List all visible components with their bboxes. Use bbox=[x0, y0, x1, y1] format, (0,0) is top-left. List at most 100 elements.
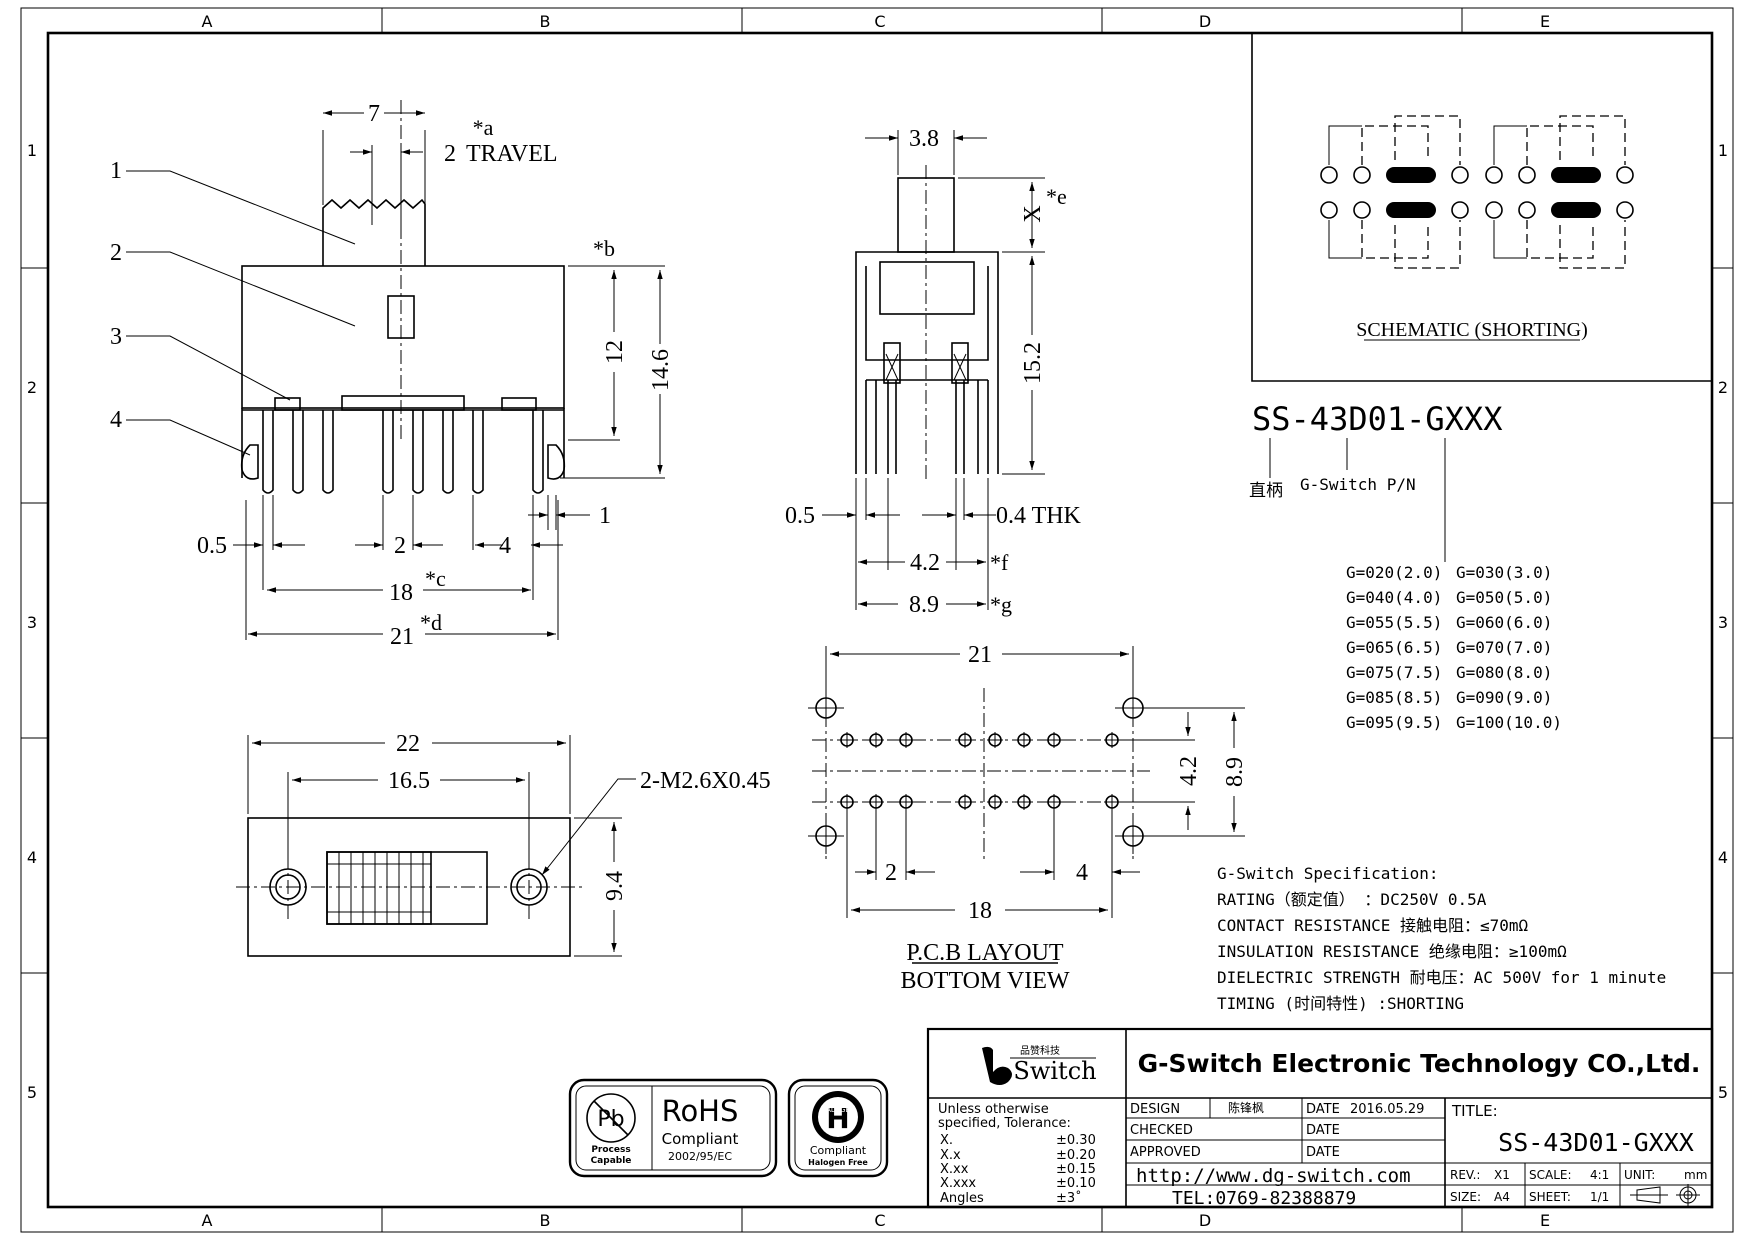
company-url: http://www.dg-switch.com bbox=[1136, 1165, 1411, 1187]
tol-head-2: specified, Tolerance: bbox=[938, 1116, 1071, 1131]
design-date-label: DATE bbox=[1306, 1102, 1340, 1117]
dim-screw-spec: 2-M2.6X0.45 bbox=[640, 768, 771, 794]
col-label-bottom-a: A bbox=[202, 1211, 213, 1230]
dim-pitch-2: 2 bbox=[394, 533, 406, 559]
dim-width-22: 22 bbox=[396, 731, 420, 757]
row-label-right-2: 2 bbox=[1718, 378, 1728, 397]
g-option-4-2: G=070(7.0) bbox=[1456, 638, 1552, 657]
logo-switch-text: Switch bbox=[1013, 1057, 1096, 1085]
g-option-3-1: G=055(5.5) bbox=[1346, 613, 1442, 632]
g-option-1-2: G=030(3.0) bbox=[1456, 563, 1552, 582]
tol-angles-value: ±3˚ bbox=[1056, 1190, 1082, 1206]
note-c: *c bbox=[425, 566, 446, 591]
title-label: TITLE: bbox=[1451, 1102, 1498, 1120]
col-label-bottom-c: C bbox=[874, 1211, 885, 1230]
badge-halogen-sub1: Compliant bbox=[810, 1144, 867, 1157]
note-g: *g bbox=[990, 592, 1012, 617]
dim-height-15-2: 15.2 bbox=[1020, 342, 1046, 384]
tolerance-block: Unless otherwise specified, Tolerance: X… bbox=[938, 1102, 1096, 1206]
tol-xxx: X.xx bbox=[940, 1162, 969, 1177]
spec-line-insulation: INSULATION RESISTANCE 绝缘电阻：≥100mΩ bbox=[1217, 942, 1567, 961]
tol-xxx-value: ±0.15 bbox=[1056, 1162, 1096, 1177]
pcb-mount-holes bbox=[808, 690, 1151, 854]
row-label-left-4: 4 bbox=[27, 848, 37, 867]
scale-value: 4:1 bbox=[1590, 1168, 1609, 1182]
rev-value: X1 bbox=[1494, 1168, 1510, 1182]
spec-line-timing: TIMING (时间特性) :SHORTING bbox=[1217, 994, 1464, 1013]
pcb-title-line1: P.C.B LAYOUT bbox=[906, 940, 1063, 966]
badge-pb-sub1: Process bbox=[591, 1145, 630, 1155]
schematic-right-unit bbox=[1485, 115, 1634, 269]
tol-angles: Angles bbox=[940, 1191, 984, 1206]
g-option-3-2: G=060(6.0) bbox=[1456, 613, 1552, 632]
pcb-pin-holes bbox=[839, 732, 1120, 810]
rev-label: REV.: bbox=[1450, 1168, 1480, 1182]
col-label-top-d: D bbox=[1199, 12, 1211, 31]
pcb-dim-mount-8-9: 8.9 bbox=[1222, 757, 1248, 787]
row-label-left-3: 3 bbox=[27, 613, 37, 632]
tol-x: X. bbox=[940, 1133, 953, 1148]
g-option-4-1: G=065(6.5) bbox=[1346, 638, 1442, 657]
logo-cn-text: 品赞科技 bbox=[1020, 1044, 1060, 1057]
dim-span-8-9: 8.9 bbox=[909, 592, 939, 618]
col-label-bottom-b: B bbox=[540, 1211, 551, 1230]
title-value: SS-43D01-GXXX bbox=[1498, 1128, 1694, 1157]
col-label-top-a: A bbox=[202, 12, 213, 31]
pcb-dim-span-18: 18 bbox=[968, 898, 992, 924]
tol-xxxx-value: ±0.10 bbox=[1056, 1176, 1096, 1191]
spec-heading: G-Switch Specification: bbox=[1217, 864, 1439, 883]
part-number-label-cn: 直柄 bbox=[1249, 481, 1283, 501]
note-e: *e bbox=[1046, 184, 1067, 209]
dim-height-9-4: 9.4 bbox=[602, 871, 628, 901]
pcb-layout bbox=[808, 646, 1245, 964]
row-label-left-2: 2 bbox=[27, 378, 37, 397]
schematic-left-unit bbox=[1320, 115, 1469, 269]
dim-travel-value: 2 bbox=[444, 141, 456, 167]
badge-pb-icon: Pb bbox=[597, 1107, 624, 1132]
schematic-box: SCHEMATIC (SHORTING) bbox=[1251, 33, 1712, 382]
schematic-caption: SCHEMATIC (SHORTING) bbox=[1356, 319, 1588, 341]
dim-holes-16-5: 16.5 bbox=[388, 768, 430, 794]
col-label-top-b: B bbox=[540, 12, 551, 31]
pcb-title-line2: BOTTOM VIEW bbox=[900, 968, 1069, 994]
row-label-left-1: 1 bbox=[27, 141, 37, 160]
callout-3: 3 bbox=[110, 324, 122, 350]
part-number-code: SS-43D01-GXXX bbox=[1252, 400, 1502, 438]
approval-block: DESIGN 陈锋枫 CHECKED APPROVED DATE 2016.05… bbox=[1130, 1100, 1424, 1209]
dim-travel-label: TRAVEL bbox=[466, 141, 558, 167]
row-label-left-5: 5 bbox=[27, 1083, 37, 1102]
g-option-2-1: G=040(4.0) bbox=[1346, 588, 1442, 607]
pcb-dim-rows-4-2: 4.2 bbox=[1176, 756, 1202, 786]
design-name: 陈锋枫 bbox=[1228, 1100, 1264, 1115]
row-label-right-4: 4 bbox=[1718, 848, 1728, 867]
g-option-5-2: G=080(8.0) bbox=[1456, 663, 1552, 682]
badge-pb-sub2: Capable bbox=[591, 1156, 632, 1166]
dim-span-21: 21 bbox=[390, 624, 414, 650]
drawing-frame bbox=[20, 7, 1734, 1233]
tol-xx: X.x bbox=[940, 1148, 961, 1163]
spec-line-dielectric: DIELECTRIC STRENGTH 耐电压：AC 500V for 1 mi… bbox=[1217, 968, 1666, 987]
frame-column-labels: A B C D E A B C D E bbox=[202, 12, 1551, 1230]
g-option-7-1: G=095(9.5) bbox=[1346, 713, 1442, 732]
dim-offset-1: 1 bbox=[599, 503, 611, 529]
specification-block: G-Switch Specification: RATING（额定值） ：DC2… bbox=[1217, 864, 1666, 1013]
dim-knob-3-8: 3.8 bbox=[909, 126, 939, 152]
dim-pin-0-5: 0.5 bbox=[197, 533, 227, 559]
dim-x: X bbox=[1020, 205, 1046, 222]
part-number-label-pn: G-Switch P/N bbox=[1300, 475, 1416, 494]
checked-label: CHECKED bbox=[1130, 1123, 1193, 1138]
pcb-dim-pitch-4: 4 bbox=[1076, 860, 1088, 886]
row-label-right-3: 3 bbox=[1718, 613, 1728, 632]
side-view-labels: 1 2 3 4 7 *a 2 TRAVEL *b 12 14.6 0.5 2 4… bbox=[110, 101, 674, 650]
dim-end-pin-0-5: 0.5 bbox=[785, 503, 815, 529]
approved-label: APPROVED bbox=[1130, 1145, 1201, 1160]
tol-head-1: Unless otherwise bbox=[938, 1102, 1049, 1117]
note-a: *a bbox=[473, 115, 494, 140]
title-block bbox=[926, 1027, 1714, 1209]
tol-x-value: ±0.30 bbox=[1056, 1133, 1096, 1148]
col-label-bottom-e: E bbox=[1540, 1211, 1550, 1230]
tol-xx-value: ±0.20 bbox=[1056, 1148, 1096, 1163]
end-view-labels: 3.8 X *e 15.2 0.5 0.4 THK 4.2 *f 8.9 *g bbox=[785, 126, 1082, 618]
row-label-right-5: 5 bbox=[1718, 1083, 1728, 1102]
size-value: A4 bbox=[1494, 1190, 1510, 1204]
